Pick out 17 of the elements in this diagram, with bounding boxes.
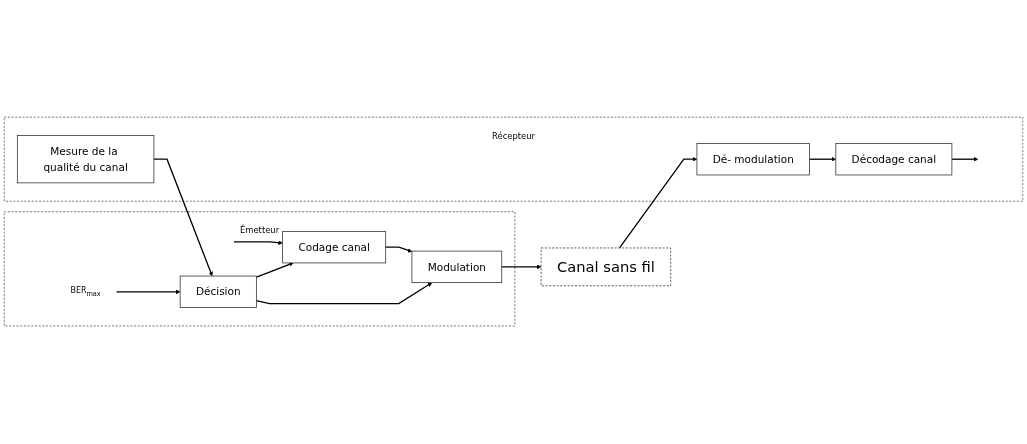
node-box: Décision	[179, 276, 257, 309]
node-box: Décodage canal	[835, 143, 953, 176]
arrow	[233, 240, 283, 246]
arrow	[385, 246, 413, 253]
node-box: Canal sans fil	[540, 248, 672, 287]
node-box: Dé- modulation	[696, 143, 810, 176]
arrow	[951, 157, 979, 162]
arrow	[255, 262, 294, 279]
arrow	[115, 289, 181, 295]
node-box: Codage canal	[282, 231, 387, 264]
arrow	[255, 282, 433, 305]
arrow	[618, 157, 698, 250]
node-box: Modulation	[411, 251, 503, 284]
arrow	[808, 157, 837, 162]
arrow	[153, 158, 213, 277]
node-box: Mesure de la qualité du canal	[16, 135, 155, 184]
arrow	[501, 264, 542, 270]
